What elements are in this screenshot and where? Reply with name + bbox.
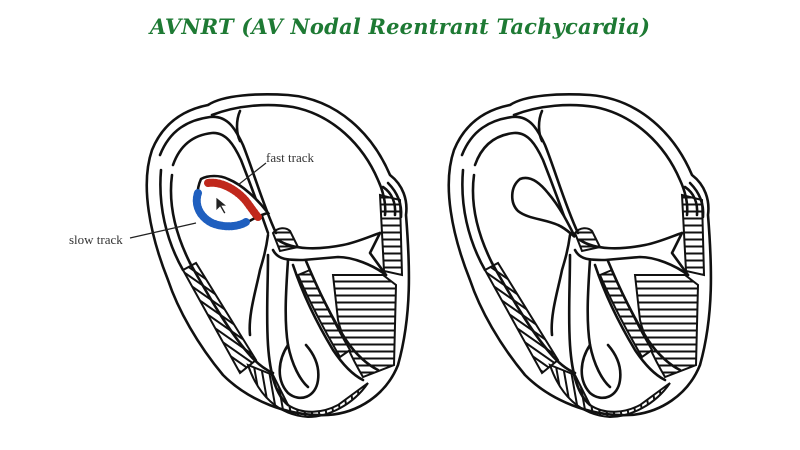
- fast-track-leader: [237, 162, 267, 186]
- av-node: [510, 176, 577, 239]
- arrow-cursor-icon: [215, 196, 229, 215]
- slow-track-pathway: [192, 189, 250, 231]
- fast-track-label: fast track: [266, 150, 315, 165]
- diagram-title: AVNRT (AV Nodal Reentrant Tachycardia): [149, 14, 651, 39]
- fast-track-pathway: [204, 178, 262, 221]
- slow-track-leader: [129, 222, 197, 239]
- slow-track-label: slow track: [69, 232, 123, 247]
